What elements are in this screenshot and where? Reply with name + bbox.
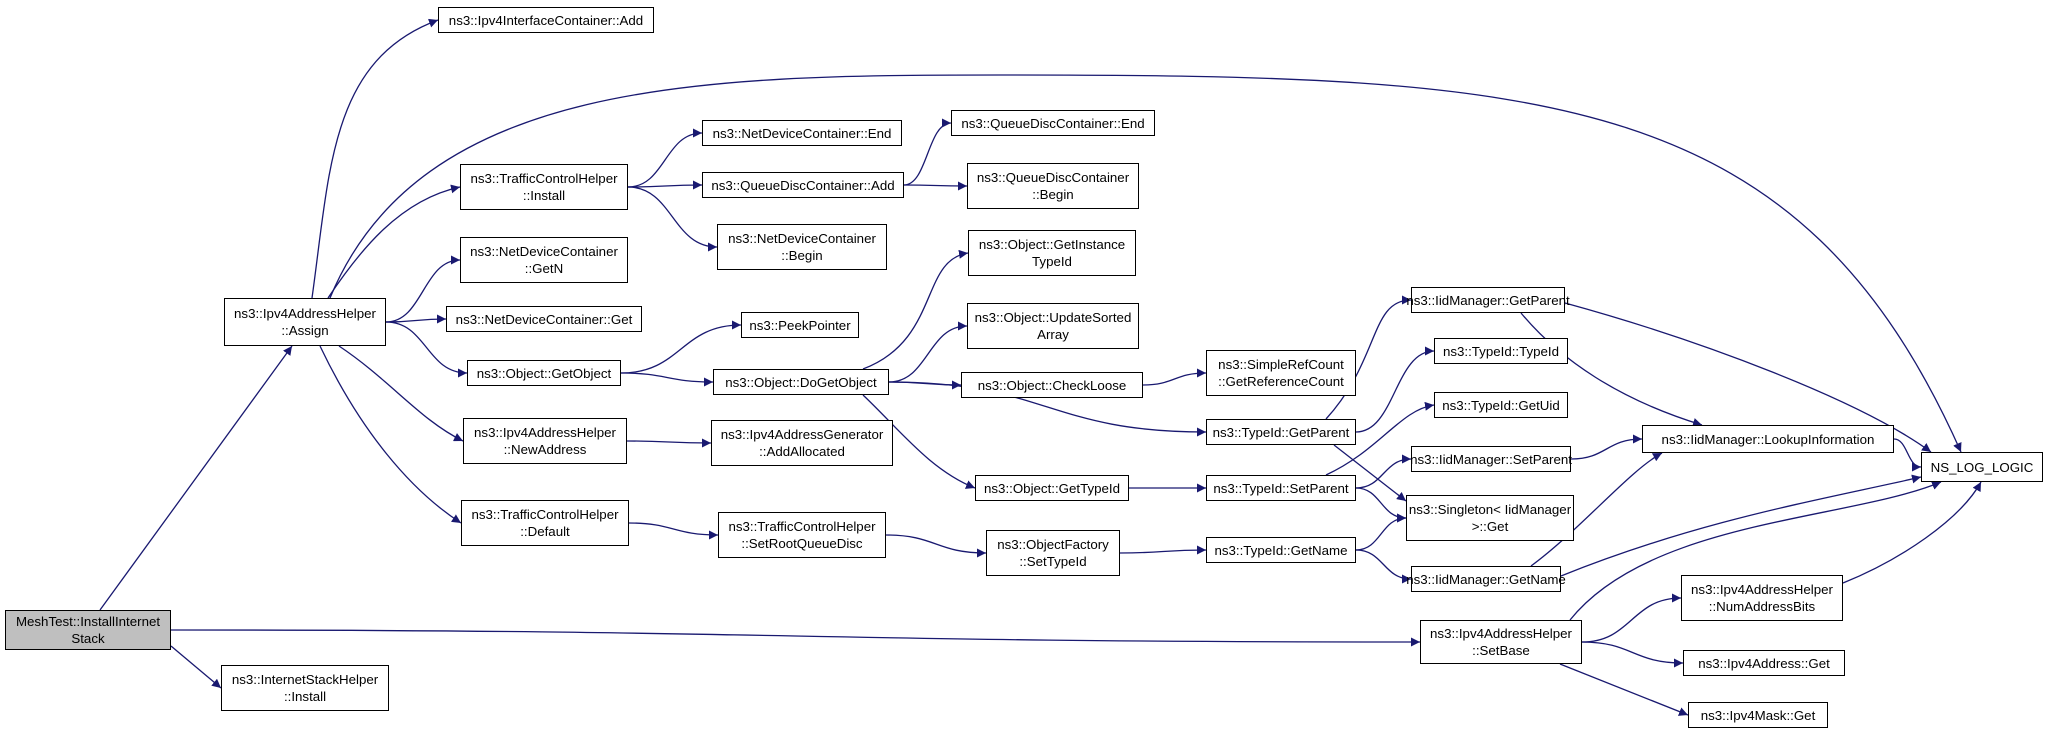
edge-assign-to-ndc-getn bbox=[385, 255, 461, 323]
edge-of-settypeid-to-tid-getname bbox=[1119, 545, 1207, 555]
node-iid-setparent[interactable]: ns3::IidManager::SetParent bbox=[1410, 446, 1572, 472]
node-obj-gettypeid[interactable]: ns3::Object::GetTypeId bbox=[975, 475, 1129, 501]
edge-obj-checkloose-to-src-getref bbox=[1142, 368, 1207, 386]
node-ndc-get[interactable]: ns3::NetDeviceContainer::Get bbox=[446, 306, 642, 332]
edge-tid-setparent-to-tid-getuid bbox=[1325, 401, 1435, 476]
node-obj-getobject[interactable]: ns3::Object::GetObject bbox=[467, 360, 621, 386]
edge-qdc-add-to-qdc-end bbox=[903, 118, 952, 186]
node-v4ah-numbits[interactable]: ns3::Ipv4AddressHelper ::NumAddressBits bbox=[1681, 575, 1843, 621]
node-tch-default[interactable]: ns3::TrafficControlHelper ::Default bbox=[461, 500, 629, 546]
edge-assign-to-tch-default bbox=[319, 345, 462, 524]
edge-assign-to-tch-install bbox=[327, 184, 461, 299]
edge-v4ah-numbits-to-ns-log-logic bbox=[1842, 481, 1982, 584]
edge-v4ah-newaddr-to-v4ag-alloc bbox=[626, 438, 712, 448]
edge-tch-install-to-ndc-end bbox=[627, 128, 703, 188]
node-ish-install[interactable]: ns3::InternetStackHelper ::Install bbox=[221, 665, 389, 711]
node-assign[interactable]: ns3::Ipv4AddressHelper ::Assign bbox=[224, 298, 386, 346]
edge-v4ah-setbase-to-ns-log-logic bbox=[1569, 481, 1942, 621]
edge-iid-getname-to-iid-lookup bbox=[1530, 452, 1663, 567]
node-qdc-add[interactable]: ns3::QueueDiscContainer::Add bbox=[702, 172, 904, 198]
node-root: MeshTest::InstallInternet Stack bbox=[5, 610, 171, 650]
edge-obj-dogetobject-to-tid-getparent bbox=[888, 381, 1207, 437]
edge-tid-getparent-to-iid-getparent bbox=[1325, 295, 1412, 420]
node-of-settypeid[interactable]: ns3::ObjectFactory ::SetTypeId bbox=[986, 530, 1120, 576]
edge-assign-to-ns-log-logic bbox=[329, 74, 1962, 453]
node-obj-checkloose[interactable]: ns3::Object::CheckLoose bbox=[961, 372, 1143, 398]
node-obj-updsorted[interactable]: ns3::Object::UpdateSorted Array bbox=[967, 303, 1139, 349]
node-ndc-getn[interactable]: ns3::NetDeviceContainer ::GetN bbox=[460, 237, 628, 283]
edge-tid-getname-to-singleton-get bbox=[1355, 513, 1407, 551]
node-iid-lookup[interactable]: ns3::IidManager::LookupInformation bbox=[1642, 425, 1894, 453]
node-tid-getname[interactable]: ns3::TypeId::GetName bbox=[1206, 537, 1356, 563]
edge-v4ah-setbase-to-v4mask-get bbox=[1559, 663, 1689, 716]
edge-iid-lookup-to-ns-log-logic bbox=[1893, 438, 1922, 472]
node-iid-getparent[interactable]: ns3::IidManager::GetParent bbox=[1406, 287, 1570, 313]
edge-iid-getparent-to-ns-log-logic bbox=[1564, 302, 1932, 453]
edge-iid-getparent-to-iid-lookup bbox=[1520, 312, 1703, 427]
edge-tid-getparent-to-singleton-get bbox=[1333, 444, 1407, 502]
edge-qdc-add-to-qdc-begin bbox=[903, 181, 968, 191]
node-tid-getparent[interactable]: ns3::TypeId::GetParent bbox=[1206, 419, 1356, 445]
edge-tch-setroot-to-of-settypeid bbox=[885, 534, 987, 558]
edge-tch-install-to-ndc-begin bbox=[627, 186, 718, 252]
node-ndc-end[interactable]: ns3::NetDeviceContainer::End bbox=[702, 120, 902, 146]
edge-obj-getobject-to-obj-dogetobject bbox=[620, 372, 714, 387]
edge-tid-getname-to-iid-getname bbox=[1355, 549, 1412, 584]
edge-tid-setparent-to-singleton-get bbox=[1355, 487, 1407, 523]
node-ns-log-logic[interactable]: NS_LOG_LOGIC bbox=[1921, 452, 2043, 482]
edge-obj-dogetobject-to-obj-updsorted bbox=[888, 321, 968, 383]
edge-assign-to-obj-getobject bbox=[385, 321, 468, 378]
node-singleton-get[interactable]: ns3::Singleton< IidManager >::Get bbox=[1406, 495, 1574, 541]
edge-v4ah-setbase-to-v4addr-get bbox=[1581, 641, 1684, 668]
node-v4ah-setbase[interactable]: ns3::Ipv4AddressHelper ::SetBase bbox=[1420, 620, 1582, 664]
edge-root-to-v4ah-setbase bbox=[170, 629, 1421, 647]
node-iid-getname[interactable]: ns3::IidManager::GetName bbox=[1406, 566, 1566, 592]
edge-v4ah-setbase-to-v4ah-numbits bbox=[1581, 593, 1682, 643]
node-v4ac-add[interactable]: ns3::Ipv4InterfaceContainer::Add bbox=[438, 7, 654, 33]
node-v4ag-alloc[interactable]: ns3::Ipv4AddressGenerator ::AddAllocated bbox=[711, 420, 893, 466]
node-v4ah-newaddr[interactable]: ns3::Ipv4AddressHelper ::NewAddress bbox=[463, 418, 627, 464]
node-tid-typeid[interactable]: ns3::TypeId::TypeId bbox=[1434, 338, 1568, 364]
node-tid-getuid[interactable]: ns3::TypeId::GetUid bbox=[1434, 392, 1568, 418]
edge-tch-default-to-tch-setroot bbox=[628, 522, 719, 540]
edge-iid-setparent-to-iid-lookup bbox=[1570, 434, 1643, 460]
node-obj-getinst[interactable]: ns3::Object::GetInstance TypeId bbox=[968, 230, 1136, 276]
edge-assign-to-v4ac-add bbox=[311, 18, 439, 299]
node-obj-dogetobject[interactable]: ns3::Object::DoGetObject bbox=[713, 369, 889, 395]
node-v4addr-get[interactable]: ns3::Ipv4Address::Get bbox=[1683, 650, 1845, 676]
edge-root-to-ish-install bbox=[170, 645, 222, 689]
node-src-getref[interactable]: ns3::SimpleRefCount ::GetReferenceCount bbox=[1206, 350, 1356, 396]
edge-assign-to-v4ah-newaddr bbox=[338, 345, 464, 442]
node-ndc-begin[interactable]: ns3::NetDeviceContainer ::Begin bbox=[717, 224, 887, 270]
edge-obj-dogetobject-to-obj-gettypeid bbox=[862, 394, 976, 489]
node-tch-setroot[interactable]: ns3::TrafficControlHelper ::SetRootQueue… bbox=[718, 512, 886, 558]
node-v4mask-get[interactable]: ns3::Ipv4Mask::Get bbox=[1688, 702, 1828, 728]
edge-iid-getname-to-ns-log-logic bbox=[1560, 474, 1922, 577]
edge-tch-install-to-qdc-add bbox=[627, 180, 703, 190]
node-peekptr[interactable]: ns3::PeekPointer bbox=[741, 312, 859, 338]
node-qdc-end[interactable]: ns3::QueueDiscContainer::End bbox=[951, 110, 1155, 136]
edge-tid-getparent-to-tid-typeid bbox=[1355, 346, 1435, 433]
edge-obj-dogetobject-to-obj-getinst bbox=[862, 249, 969, 370]
node-qdc-begin[interactable]: ns3::QueueDiscContainer ::Begin bbox=[967, 163, 1139, 209]
edge-obj-getobject-to-peekptr bbox=[620, 320, 742, 374]
edge-root-to-assign bbox=[99, 345, 293, 611]
edge-tid-setparent-to-iid-setparent bbox=[1355, 454, 1412, 489]
node-tch-install[interactable]: ns3::TrafficControlHelper ::Install bbox=[460, 164, 628, 210]
node-tid-setparent[interactable]: ns3::TypeId::SetParent bbox=[1206, 475, 1356, 501]
